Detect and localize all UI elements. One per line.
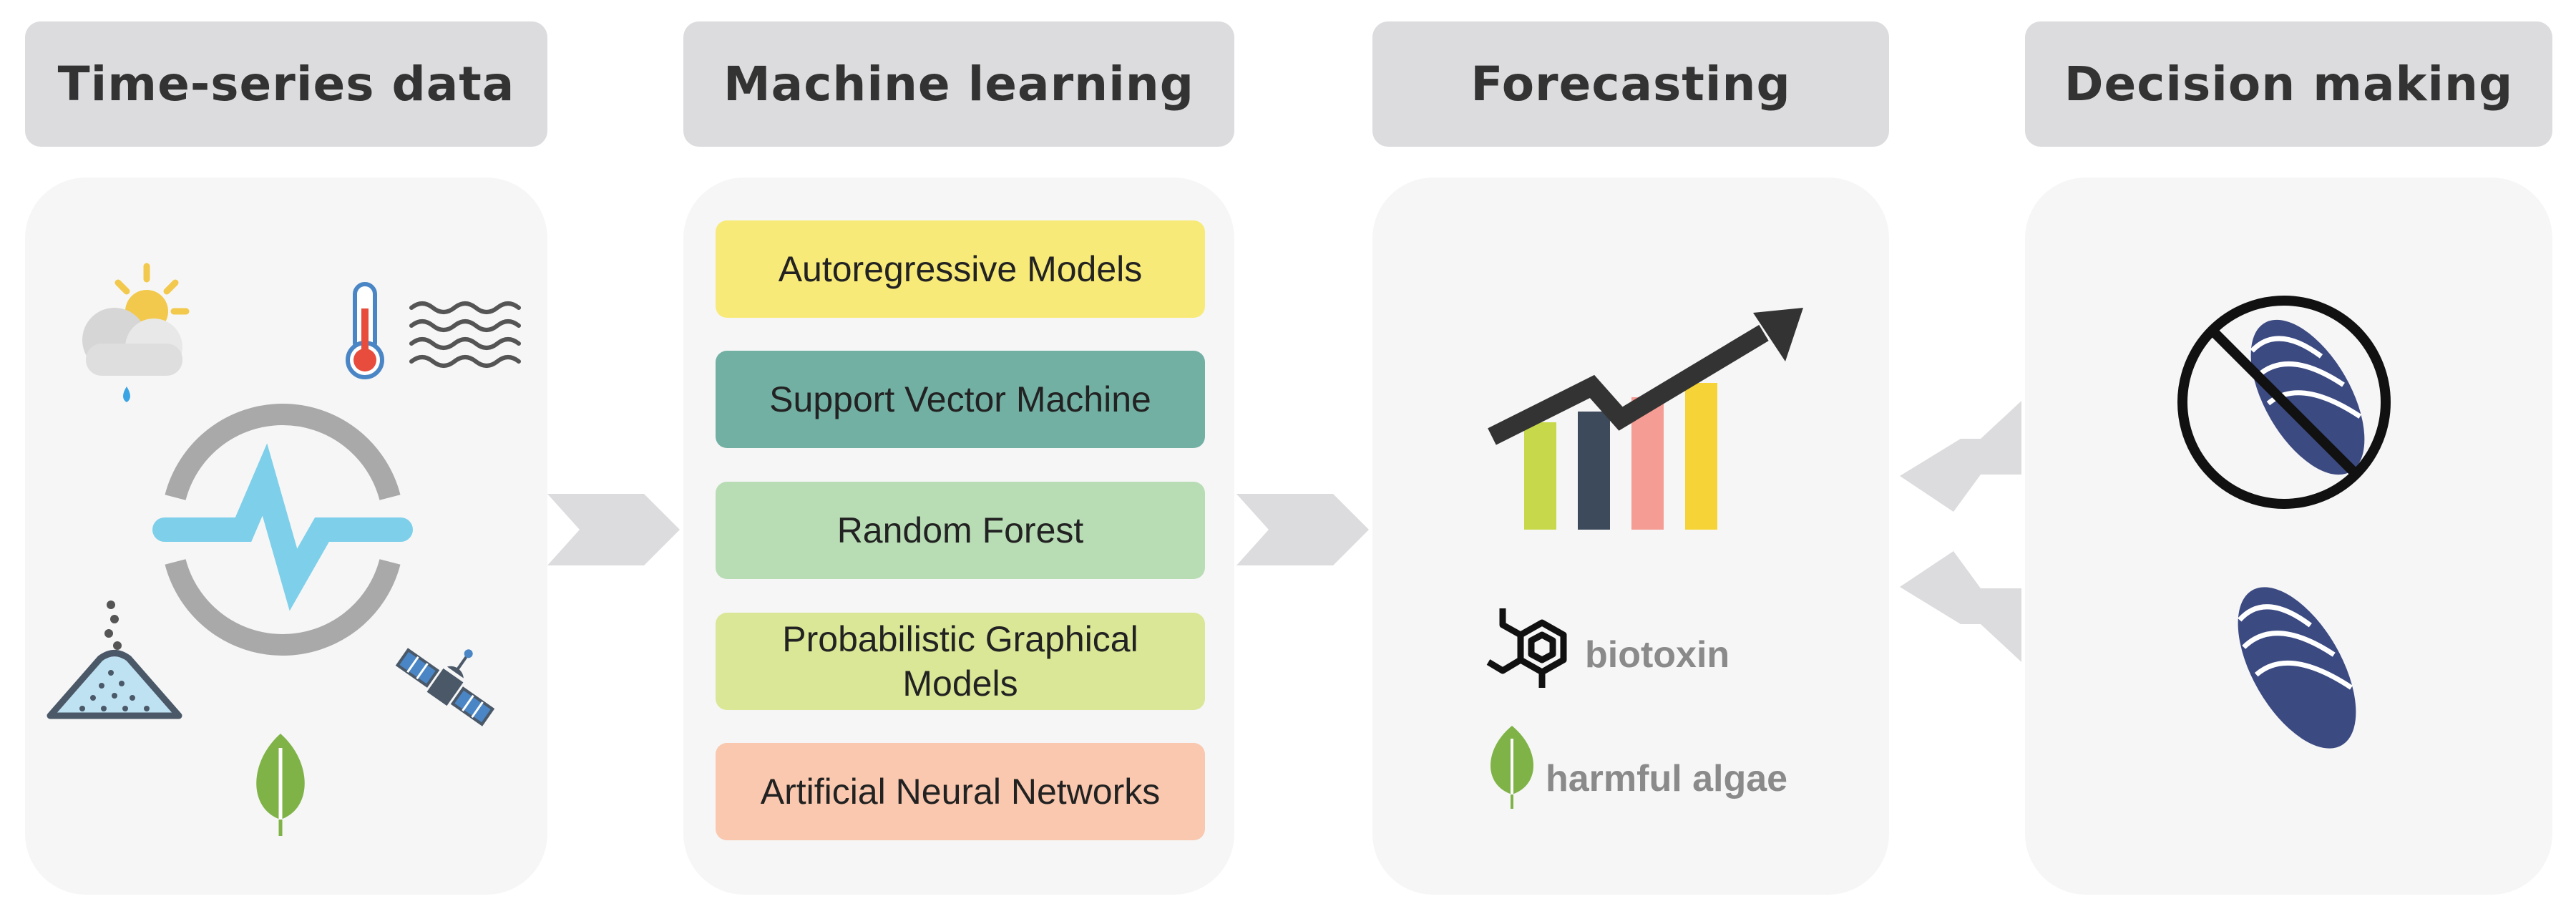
waves-icon (409, 301, 521, 368)
mussel-icon (2238, 587, 2356, 749)
model-support-vector-machine: Support Vector Machine (716, 351, 1205, 448)
forecasting-panel (1372, 178, 1889, 895)
target-label-harmful-algae: harmful algae (1546, 758, 1788, 799)
signal-ring-icon (152, 404, 413, 656)
decision-making-panel (2025, 178, 2552, 895)
weather-icon (82, 263, 190, 402)
stage-header-forecasting: Forecasting (1372, 21, 1889, 147)
stage-header-machine-learning: Machine learning (683, 21, 1234, 147)
stage-header-time-series: Time-series data (25, 21, 547, 147)
growth-chart-icon (1488, 308, 1803, 530)
thermometer-icon (346, 282, 384, 379)
model-artificial-neural-networks: Artificial Neural Networks (716, 743, 1205, 840)
sediment-icon (47, 601, 182, 719)
flow-arrow-1 (547, 494, 680, 565)
branch-arrows (1900, 401, 2021, 662)
flow-arrow-2 (1236, 494, 1369, 565)
model-autoregressive: Autoregressive Models (716, 220, 1205, 318)
algae-leaf-icon (1491, 726, 1533, 809)
prohibited-mussel-icon (2177, 296, 2391, 509)
model-random-forest: Random Forest (716, 482, 1205, 579)
stage-header-decision-making: Decision making (2025, 21, 2552, 147)
molecule-icon (1486, 608, 1567, 688)
model-probabilistic-graphical: Probabilistic Graphical Models (716, 613, 1205, 710)
leaf-icon (256, 734, 305, 836)
satellite-icon (395, 648, 495, 726)
target-label-biotoxin: biotoxin (1585, 634, 1730, 676)
